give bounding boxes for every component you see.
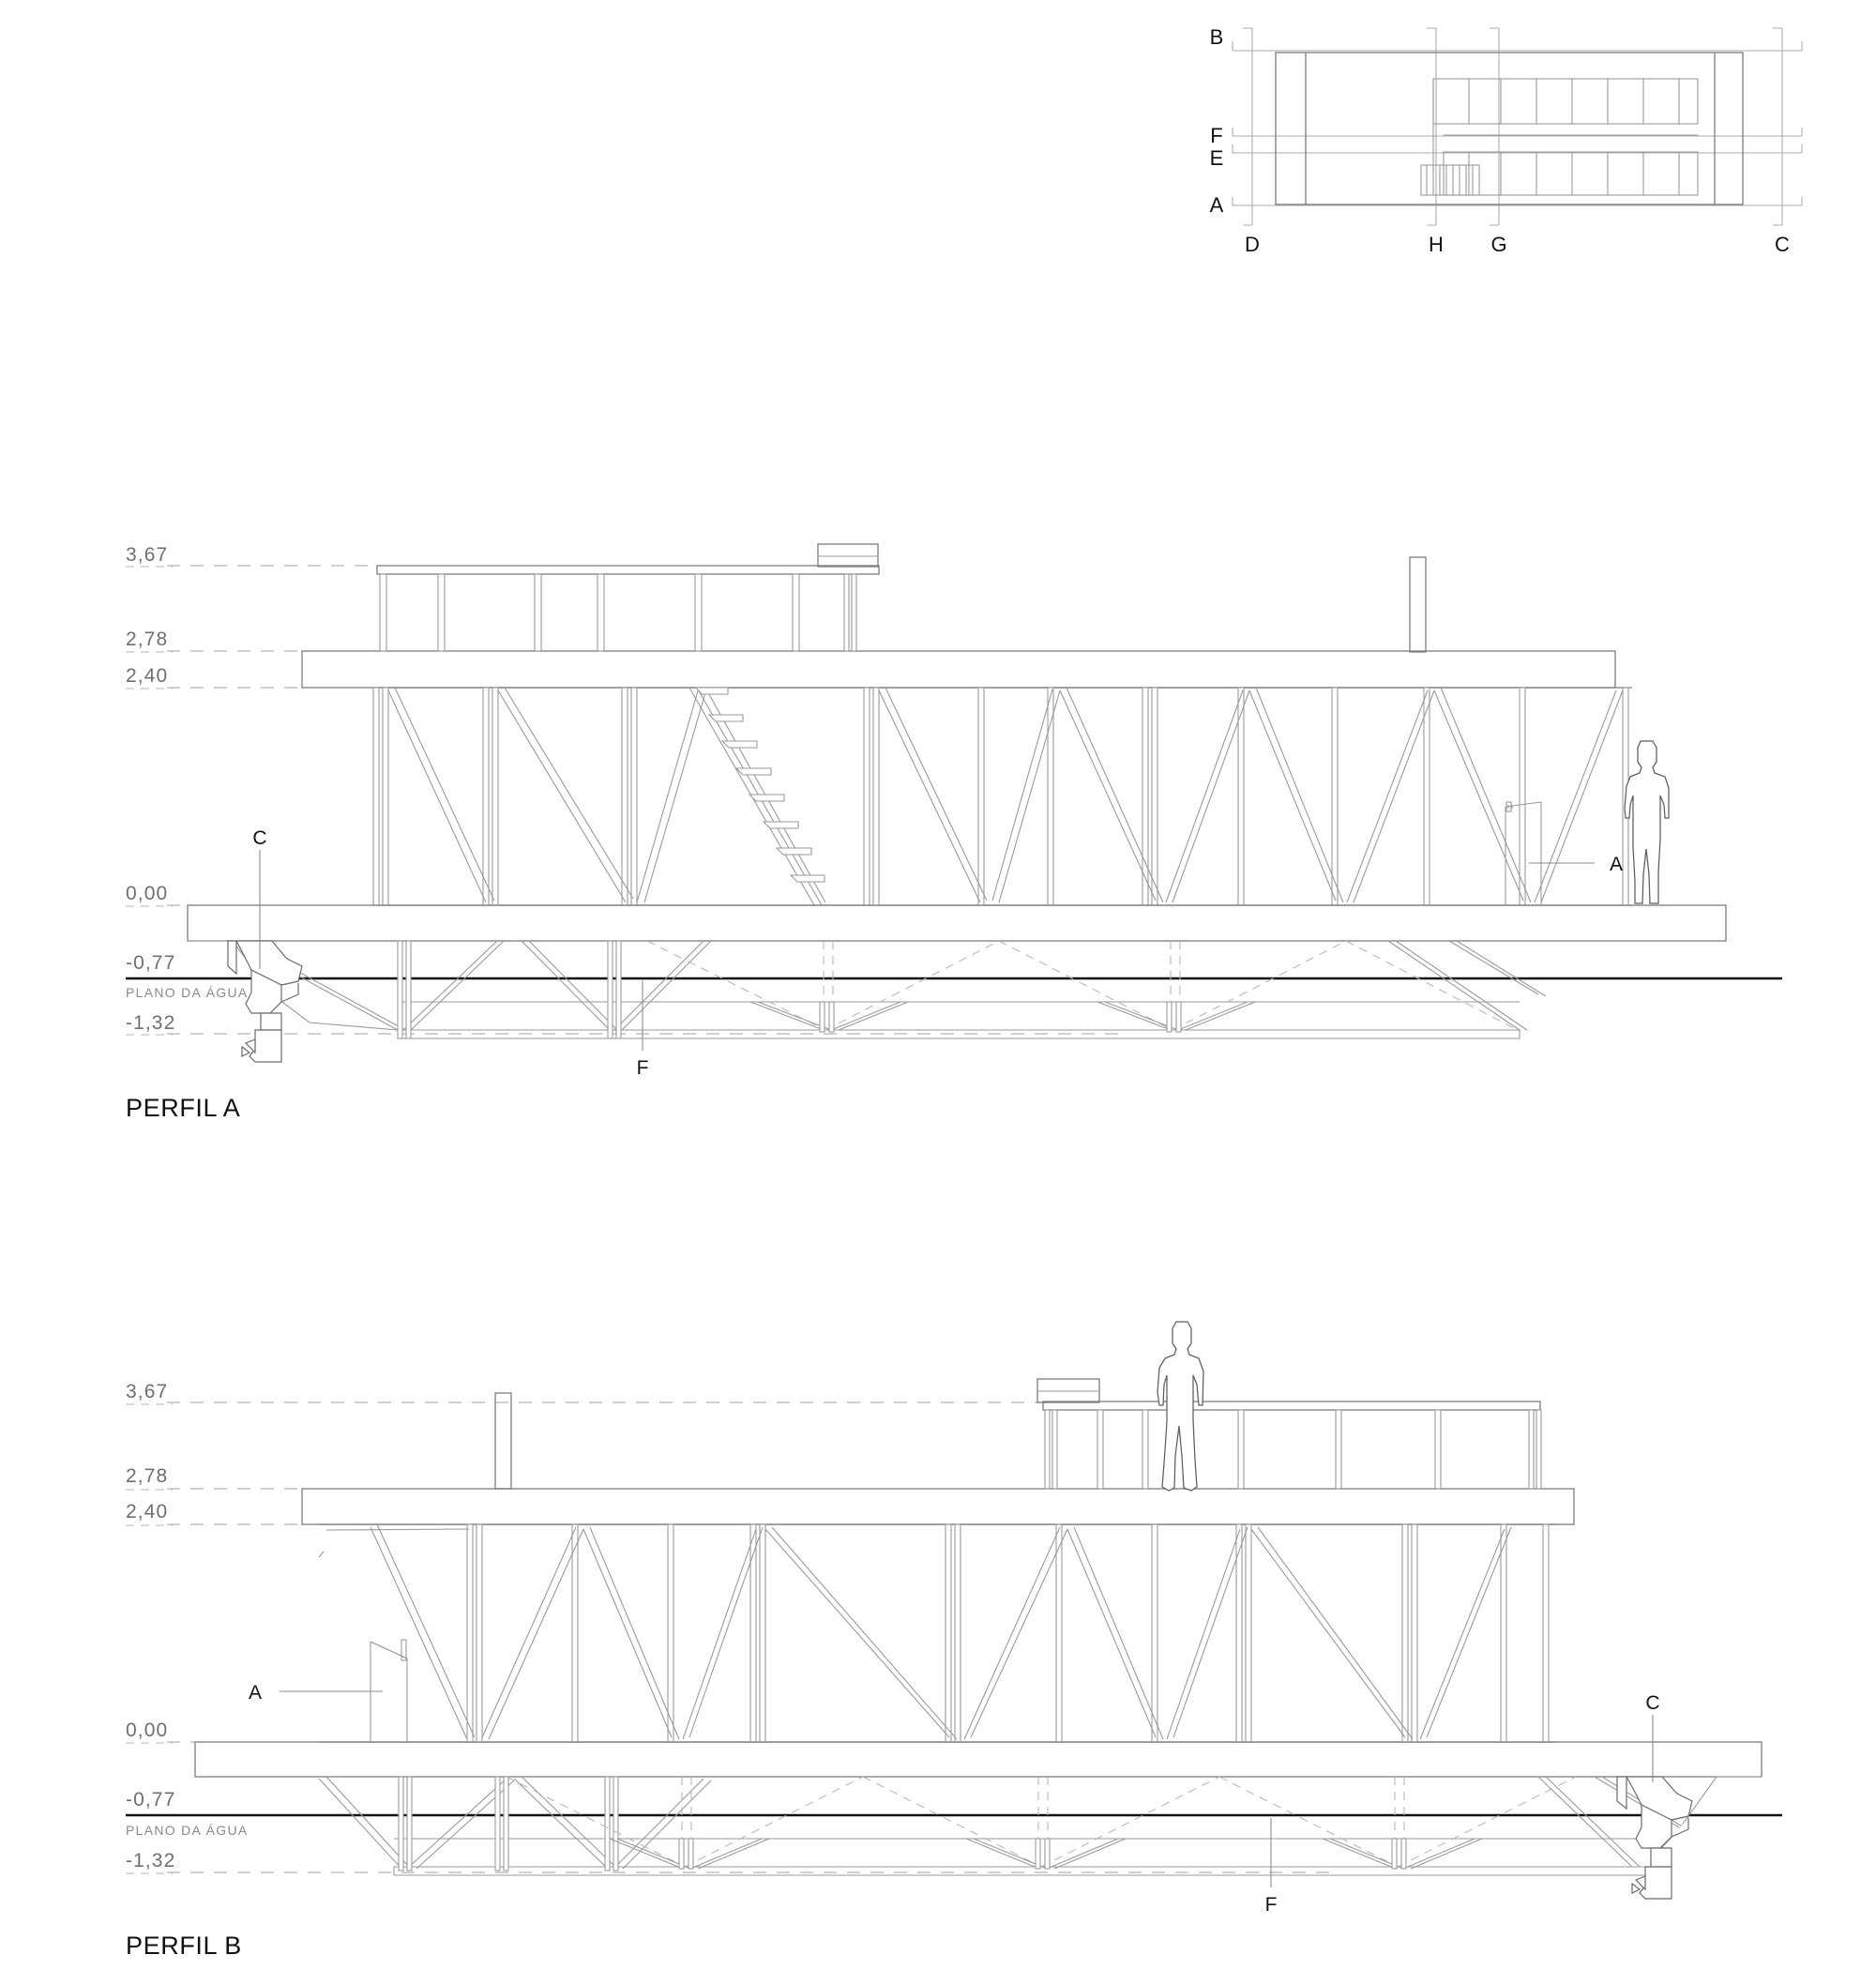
key-plan-axis-label-a: A [1210,193,1224,217]
perfil-b-outboard-motor [1616,1776,1693,1900]
key-plan-grid-lines [1232,27,1803,226]
key-plan-stair [1420,164,1480,196]
perfil-b-level-n132: -1,32 [126,1850,175,1871]
key-plan-upper-bays [1432,78,1699,125]
perfil-a-mark-f: F [637,1057,649,1079]
perfil-b-mark-f: F [1265,1894,1278,1916]
perfil-b-level-278: 2,78 [126,1465,168,1487]
key-plan-lower-bays [1443,151,1699,196]
perfil-a-hull-hidden-diagonals [646,940,1519,1031]
perfil-a-level-240: 2,40 [126,665,168,687]
perfil-a-upper-railing [376,543,880,652]
perfil-b-hull-hidden-diagonals [506,1776,1577,1868]
perfil-b-human-figure [1157,1321,1204,1492]
perfil-b-datum-lines [167,1402,1332,1873]
perfil-b-mark-a: A [249,1682,262,1704]
perfil-b-title: PERFIL B [126,1932,242,1960]
perfil-a-level-367: 3,67 [126,544,168,566]
perfil-a-title: PERFIL A [126,1094,240,1122]
perfil-a-level-labels: 3,67 2,78 2,40 0,00 -0,77 PLANO DA ÁGUA … [126,544,249,1036]
perfil-b-level-367: 3,67 [126,1381,168,1402]
perfil-a-stair-treads [694,687,825,883]
perfil-b-level-000: 0,00 [126,1720,168,1741]
perfil-b-water-label: PLANO DA ÁGUA [126,1823,249,1838]
perfil-a-water-label: PLANO DA ÁGUA [126,985,249,1000]
perfil-b-level-240: 2,40 [126,1501,168,1523]
key-plan-deck-outline [1275,52,1744,205]
section-perfil-a: 3,67 2,78 2,40 0,00 -0,77 PLANO DA ÁGUA … [126,543,1782,1122]
key-plan-axis-label-f: F [1210,124,1222,147]
perfil-b-mark-c: C [1645,1692,1659,1714]
key-plan-axis-label-g: G [1490,233,1506,256]
section-perfil-b: 3,67 2,78 2,40 0,00 -0,77 PLANO DA ÁGUA … [126,1321,1782,1960]
perfil-b-main-deck-slab [194,1741,1763,1778]
perfil-b-marks: A C F [249,1682,1660,1916]
key-plan-axis-label-c: C [1775,233,1790,256]
perfil-a-level-n077: -0,77 [126,952,175,974]
perfil-a-marks: C A F [252,827,1623,1079]
perfil-b-hull-truss [318,1776,1762,1876]
perfil-a-wind-deflector [1505,801,1542,905]
perfil-a-mark-c: C [252,827,266,849]
perfil-b-level-n077: -0,77 [126,1789,175,1811]
key-plan-axis-label-b: B [1210,25,1224,49]
key-plan-axis-label-d: D [1245,233,1260,256]
perfil-a-level-278: 2,78 [126,629,168,650]
perfil-b-upper-railing [1036,1378,1542,1490]
perfil-b-level-labels: 3,67 2,78 2,40 0,00 -0,77 PLANO DA ÁGUA … [126,1381,249,1874]
perfil-a-datum-lines [167,565,1126,1035]
perfil-a-human-figure [1624,740,1670,904]
perfil-a-hull-truss [188,940,1547,1039]
key-plan: B F E A D H G C [1210,25,1803,256]
key-plan-axis-label-e: E [1210,146,1224,170]
perfil-b-truss-diagonals [318,1523,1512,1740]
perfil-a-outboard-motor [227,940,303,1063]
perfil-a-main-deck-slab [187,904,1727,942]
perfil-a-mark-a: A [1610,854,1623,875]
perfil-a-mast [1409,556,1427,653]
perfil-b-mast [494,1392,512,1490]
perfil-a-level-000: 0,00 [126,883,168,904]
perfil-a-level-n132: -1,32 [126,1012,175,1034]
key-plan-axis-label-h: H [1429,233,1444,256]
